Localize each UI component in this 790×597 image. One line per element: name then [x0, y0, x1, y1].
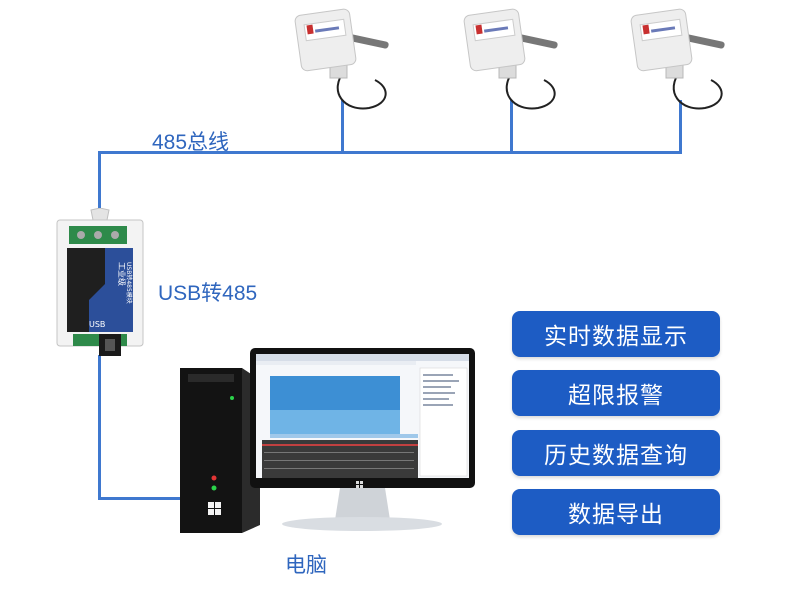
computer-tower [180, 368, 260, 533]
converter-usb-badge: USB [89, 320, 105, 329]
usb-485-converter: 工业级 USB转485模块 USB [56, 208, 144, 356]
feature-data-export: 数据导出 [512, 489, 720, 535]
feature-over-limit-alarm: 超限报警 [512, 370, 720, 416]
sensor-drop-1 [341, 100, 344, 154]
sensor-device-1 [294, 8, 389, 110]
usb-cable-vertical [98, 355, 101, 500]
sensor-drop-3 [679, 100, 682, 154]
sensor-device-3 [630, 8, 725, 110]
bus-line-horizontal [98, 151, 682, 154]
computer-label: 电脑 [285, 554, 327, 577]
usb-cable-horizontal [98, 497, 186, 500]
sensor-drop-2 [510, 100, 513, 154]
feature-realtime-display: 实时数据显示 [512, 311, 720, 357]
converter-label: USB转485 [158, 282, 258, 305]
computer-monitor [250, 348, 475, 531]
converter-model-text: USB转485模块 [125, 262, 133, 304]
converter-brand-text: 工业级 [117, 262, 127, 286]
feature-history-query: 历史数据查询 [512, 430, 720, 476]
converter-feed-line [98, 151, 101, 213]
bus-label: 485总线 [152, 131, 230, 154]
sensor-device-2 [463, 8, 558, 110]
